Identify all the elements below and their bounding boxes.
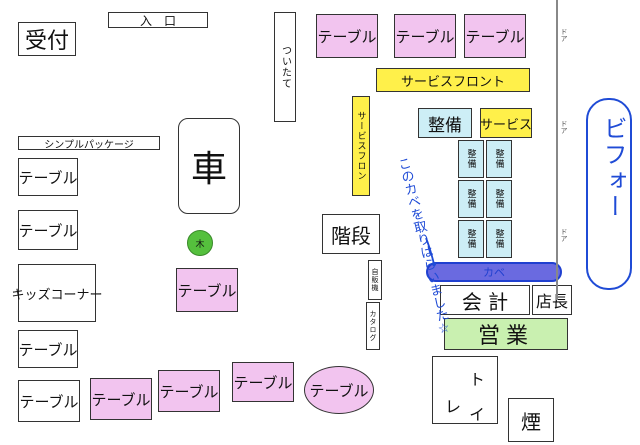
- kids-corner-label: キッズコーナー: [11, 287, 103, 303]
- maintenance-bay-label: 整備: [493, 149, 504, 169]
- reception-box: 受付: [18, 22, 76, 56]
- service-box: サービス: [480, 108, 532, 138]
- seibi-box: 整備: [418, 108, 472, 138]
- smoking-box: 煙: [508, 398, 554, 442]
- table-label: テーブル: [19, 392, 79, 411]
- service-front-side-box: サービスフロン: [352, 96, 370, 196]
- toilet-label-b: レ: [445, 397, 462, 416]
- door-label-2: ドア: [560, 120, 568, 134]
- maintenance-bay-5: 整備: [458, 220, 484, 258]
- toilet-box: ト イ レ: [432, 356, 498, 424]
- table-label: テーブル: [317, 27, 377, 46]
- seibi-label: 整備: [428, 115, 462, 136]
- car-box: 車: [178, 118, 240, 214]
- before-label: ビフォー: [599, 116, 627, 220]
- maintenance-bay-label: 整備: [465, 189, 476, 209]
- vending-box: 自販機: [368, 260, 382, 300]
- maintenance-bay-3: 整備: [458, 180, 484, 218]
- table-left-3: テーブル: [18, 330, 78, 368]
- door-label-1: ドア: [560, 28, 568, 42]
- service-label: サービス: [480, 117, 533, 133]
- kabe-label: カベ: [483, 266, 505, 279]
- service-front-label: サービスフロント: [400, 74, 505, 90]
- table-left-1: テーブル: [18, 158, 78, 196]
- kabe-wall: カベ: [426, 262, 562, 282]
- manager-box: 店長: [532, 285, 572, 315]
- table-left-2: テーブル: [18, 210, 78, 250]
- maintenance-bay-4: 整備: [486, 180, 512, 218]
- catalog-label: カタログ: [369, 310, 377, 342]
- manager-label: 店長: [535, 292, 568, 311]
- maintenance-bay-label: 整備: [493, 189, 504, 209]
- table-bottom-oval: テーブル: [304, 366, 374, 414]
- partition-label: ついたて: [279, 45, 291, 89]
- tree-label: 木: [195, 239, 205, 250]
- before-oval: ビフォー: [586, 98, 632, 290]
- table-label: テーブル: [18, 340, 78, 359]
- maintenance-bay-1: 整備: [458, 140, 484, 178]
- service-front-side-label: サービスフロン: [355, 111, 366, 181]
- cashier-label: 会 計: [461, 289, 509, 314]
- kids-corner-box: キッズコーナー: [12, 264, 103, 322]
- note-arrow: [425, 237, 436, 266]
- right-wall: [556, 0, 558, 300]
- cashier-box: 会 計: [440, 285, 530, 315]
- tree-circle: 木: [187, 230, 213, 256]
- table-bottom-3: テーブル: [232, 362, 294, 402]
- vending-label: 自販機: [371, 268, 379, 292]
- stairs-label: 階段: [331, 223, 371, 248]
- table-label: テーブル: [233, 373, 293, 392]
- simple-package-label: シンプルパッケージ: [44, 139, 134, 151]
- stairs-box: 階段: [322, 214, 380, 254]
- table-bottom-1: テーブル: [90, 378, 152, 420]
- maintenance-bay-label: 整備: [493, 229, 504, 249]
- table-label: テーブル: [18, 168, 78, 187]
- toilet-label-a: ト イ: [466, 371, 485, 422]
- table-label: テーブル: [18, 221, 78, 240]
- maintenance-bay-2: 整備: [486, 140, 512, 178]
- door-label-3: ドア: [560, 228, 568, 242]
- table-center: テーブル: [176, 268, 238, 312]
- reception-label: 受付: [24, 29, 69, 54]
- sales-box: 営業: [444, 318, 568, 350]
- partition-box: ついたて: [274, 12, 296, 122]
- table-bottom-2: テーブル: [158, 370, 220, 412]
- table-label: テーブル: [395, 27, 455, 46]
- table-label: テーブル: [91, 390, 151, 409]
- table-label: テーブル: [465, 27, 525, 46]
- table-label: テーブル: [177, 281, 237, 300]
- service-front-box: サービスフロント: [376, 68, 530, 92]
- table-label: テーブル: [159, 382, 219, 401]
- car-label: 車: [190, 149, 227, 190]
- entrance-label: 入 口: [139, 13, 176, 28]
- table-label: テーブル: [309, 381, 369, 400]
- sales-label: 営業: [477, 324, 534, 349]
- maintenance-bay-label: 整備: [465, 149, 476, 169]
- simple-package-box: シンプルパッケージ: [18, 136, 160, 151]
- catalog-box: カタログ: [366, 302, 380, 350]
- maintenance-bay-6: 整備: [486, 220, 512, 258]
- table-top-1: テーブル: [316, 14, 378, 58]
- table-left-4: テーブル: [18, 380, 80, 422]
- maintenance-bay-label: 整備: [465, 229, 476, 249]
- table-top-3: テーブル: [464, 14, 526, 58]
- table-top-2: テーブル: [394, 14, 456, 58]
- entrance-box: 入 口: [108, 12, 208, 28]
- smoking-label: 煙: [521, 409, 541, 434]
